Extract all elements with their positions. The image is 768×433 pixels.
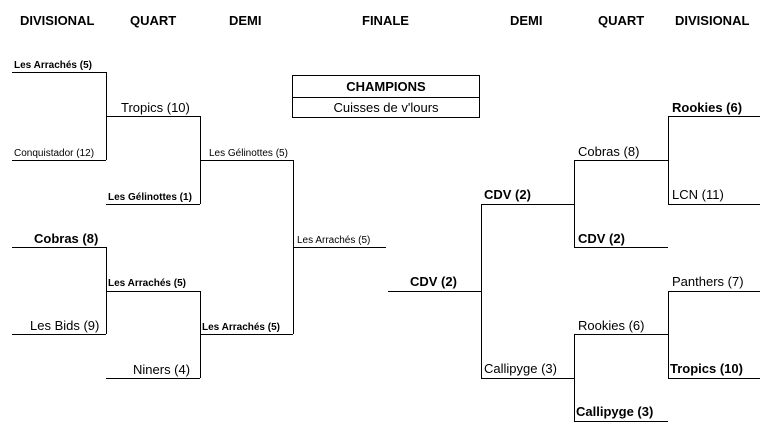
team-left-demi-2: Les Arrachés (5)	[202, 322, 280, 333]
team-right-demi-2: Callipyge (3)	[484, 361, 557, 376]
team-left-divisional-3: Cobras (8)	[34, 231, 99, 246]
bracket-line-l-div-2	[12, 160, 106, 161]
header-left-divisional: DIVISIONAL	[20, 13, 95, 28]
bracket-line-r-quart-4	[574, 421, 668, 422]
bracket-line-r-quart-2	[574, 247, 668, 248]
bracket-line-l-quart-2	[106, 204, 200, 205]
team-left-quart-1: Tropics (10)	[121, 100, 190, 115]
header-right-quart: QUART	[598, 13, 645, 28]
bracket-line-l-quart-4	[106, 378, 200, 379]
team-left-divisional-2: Conquistador (12)	[14, 148, 95, 159]
team-left-final: Les Arrachés (5)	[297, 235, 371, 246]
bracket-connector-l-2	[106, 247, 107, 334]
header-finale: FINALE	[362, 13, 409, 28]
bracket-line-l-demi-2	[200, 334, 293, 335]
champions-name: Cuisses de v'lours	[333, 100, 439, 115]
bracket-line-l-demi-1	[200, 160, 293, 161]
team-right-final: CDV (2)	[410, 274, 457, 289]
bracket-connector-r-4	[574, 334, 575, 421]
bracket-line-r-quart-1	[574, 160, 668, 161]
champions-title: CHAMPIONS	[346, 79, 426, 94]
team-right-quart-2: CDV (2)	[578, 231, 625, 246]
team-right-divisional-2: LCN (11)	[672, 187, 724, 202]
champions-box: CHAMPIONS Cuisses de v'lours	[292, 75, 480, 118]
bracket-connector-r-2	[668, 291, 669, 378]
bracket-line-r-final	[388, 291, 481, 292]
team-left-demi-1: Les Gélinottes (5)	[209, 148, 288, 159]
team-left-quart-4: Niners (4)	[133, 362, 191, 377]
team-left-divisional-1: Les Arrachés (5)	[14, 60, 92, 71]
header-left-quart: QUART	[130, 13, 177, 28]
team-left-quart-3: Les Arrachés (5)	[108, 278, 186, 289]
champions-divider	[293, 97, 479, 98]
bracket-connector-r-3	[574, 160, 575, 247]
team-right-quart-4: Callipyge (3)	[576, 404, 654, 419]
bracket-line-l-div-3	[12, 247, 106, 248]
bracket-connector-l-1	[106, 72, 107, 160]
header-right-demi: DEMI	[510, 13, 543, 28]
team-right-quart-3: Rookies (6)	[578, 318, 645, 333]
bracket-connector-l-4	[200, 291, 201, 378]
bracket-line-r-div-4	[668, 378, 760, 379]
bracket-line-l-final	[293, 247, 386, 248]
bracket-connector-r-1	[668, 116, 669, 204]
team-right-divisional-4: Tropics (10)	[670, 361, 743, 376]
header-left-demi: DEMI	[229, 13, 262, 28]
team-right-demi-1: CDV (2)	[484, 187, 531, 202]
bracket-line-l-quart-1	[106, 116, 200, 117]
bracket-line-r-quart-3	[574, 334, 668, 335]
team-right-divisional-3: Panthers (7)	[672, 274, 744, 289]
bracket-line-r-div-3	[668, 291, 760, 292]
bracket-line-r-demi-2	[481, 378, 574, 379]
bracket-line-r-demi-1	[481, 204, 574, 205]
bracket-connector-l-5	[293, 160, 294, 334]
bracket-line-l-div-1	[12, 72, 106, 73]
bracket-line-r-div-2	[668, 204, 760, 205]
team-right-quart-1: Cobras (8)	[578, 144, 640, 159]
bracket-line-r-div-1	[668, 116, 760, 117]
bracket-line-l-quart-3	[106, 291, 200, 292]
bracket-connector-l-3	[200, 116, 201, 204]
team-left-quart-2: Les Gélinottes (1)	[108, 192, 192, 203]
header-right-divisional: DIVISIONAL	[675, 13, 750, 28]
bracket-connector-r-5	[481, 204, 482, 378]
team-left-divisional-4: Les Bids (9)	[30, 318, 100, 333]
bracket-line-l-div-4	[12, 334, 106, 335]
team-right-divisional-1: Rookies (6)	[672, 100, 743, 115]
